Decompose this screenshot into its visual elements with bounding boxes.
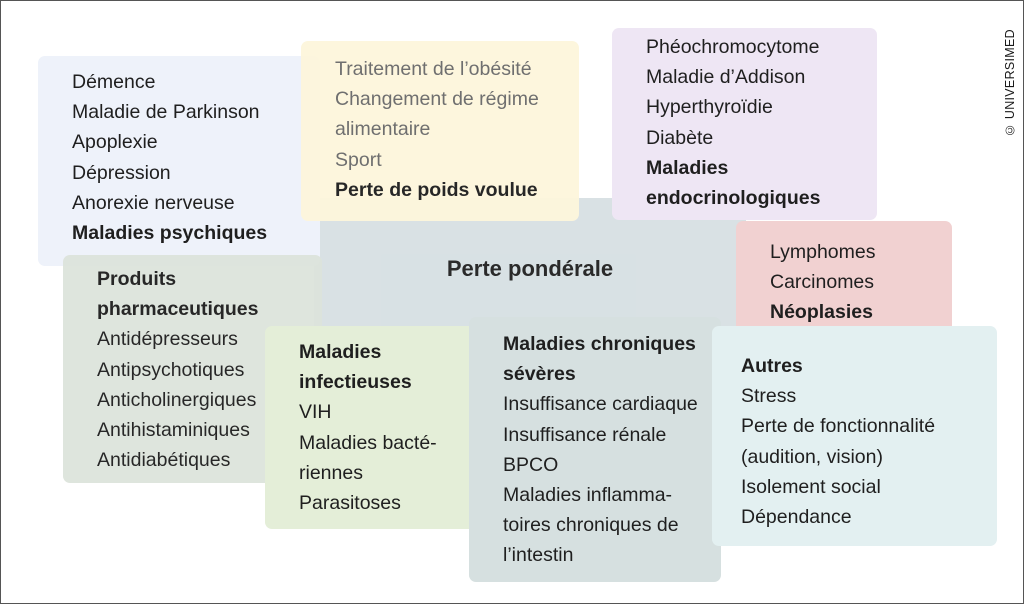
neo-item: Lymphomes <box>770 241 876 263</box>
other-item: Perte de fonctionnalité <box>741 415 936 438</box>
copyright-label: © UNIVERSIMED <box>1003 29 1017 138</box>
pharma-item: Antidépresseurs <box>97 328 238 351</box>
chronic-heading: Maladies chroniques <box>503 333 696 355</box>
infect-item: VIH <box>299 401 332 424</box>
center-title: Perte pondérale <box>446 256 614 281</box>
pharma-item: Anticholinergiques <box>97 388 257 411</box>
chronic-item: toires chroniques de <box>503 514 679 537</box>
weight-item: alimentaire <box>335 118 431 141</box>
neo-heading: Néoplasies <box>770 301 873 324</box>
psych-item: Démence <box>72 71 156 93</box>
psych-heading: Maladies psychiques <box>72 222 268 245</box>
pharma-heading: pharmaceutiques <box>97 298 259 321</box>
endo-heading: Maladies <box>646 156 729 179</box>
psychiatric-box: Démence Maladie de Parkinson Apoplexie D… <box>38 56 320 266</box>
infect-item: Parasitoses <box>299 492 401 515</box>
infect-heading: Maladies <box>299 341 382 363</box>
chronic-item: Insuffisance cardiaque <box>503 393 698 416</box>
other-heading: Autres <box>741 355 803 377</box>
weight-item: Sport <box>335 148 382 171</box>
intentional-weight-loss-box: Traitement de l’obésité Changement de ré… <box>301 41 579 221</box>
weight-item: Changement de régime <box>335 88 539 111</box>
pharma-heading: Produits <box>97 268 177 290</box>
endo-heading: endocrinologiques <box>646 187 821 210</box>
psych-item: Maladie de Parkinson <box>72 101 260 124</box>
chronic-heading: sévères <box>503 363 576 386</box>
endo-item: Diabète <box>646 126 714 149</box>
other-item: Stress <box>741 385 797 408</box>
chronic-item: l’intestin <box>503 544 574 567</box>
psych-item: Apoplexie <box>72 131 158 154</box>
weight-heading: Perte de poids voulue <box>335 178 538 201</box>
other-item: Isolement social <box>741 475 881 498</box>
neo-item: Carcinomes <box>770 271 875 294</box>
chronic-item: Maladies inflamma- <box>503 484 673 507</box>
psych-item: Anorexie nerveuse <box>72 191 235 214</box>
pharma-item: Antihistaminiques <box>97 419 250 442</box>
infect-item: Maladies bacté- <box>299 431 437 454</box>
endocrine-box: Phéochromocytome Maladie d’Addison Hyper… <box>612 28 877 220</box>
other-causes-box: Autres Stress Perte de fonctionnalité (a… <box>712 326 997 546</box>
endo-item: Maladie d’Addison <box>646 66 806 89</box>
pharma-item: Antipsychotiques <box>97 358 245 381</box>
pharma-item: Antidiabétiques <box>97 449 231 472</box>
psych-item: Dépression <box>72 161 171 184</box>
chronic-item: BPCO <box>503 453 559 476</box>
neoplasia-box: Lymphomes Carcinomes Néoplasies <box>736 221 952 342</box>
infect-item: riennes <box>299 461 363 484</box>
other-item: Dépendance <box>741 506 852 529</box>
chronic-diseases-box: Maladies chroniques sévères Insuffisance… <box>469 317 721 582</box>
infect-heading: infectieuses <box>299 371 412 394</box>
infectious-box: Maladies infectieuses VIH Maladies bacté… <box>265 326 481 529</box>
other-item: (audition, vision) <box>741 445 883 468</box>
weight-item: Traitement de l’obésité <box>335 58 532 80</box>
endo-item: Phéochromocytome <box>646 36 820 58</box>
endo-item: Hyperthyroïdie <box>646 96 773 119</box>
chronic-item: Insuffisance rénale <box>503 423 667 446</box>
